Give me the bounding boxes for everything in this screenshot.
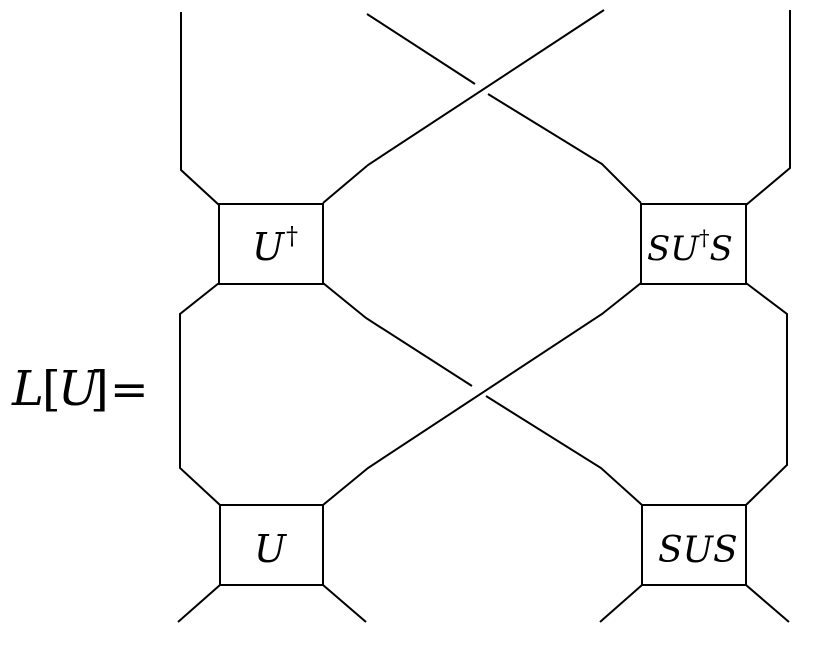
gate-s-u-dagger-s-box xyxy=(640,203,747,285)
wire-mid-cross-falling-upper xyxy=(322,282,473,387)
gate-s-u-dagger-s-label: SU†S xyxy=(647,226,733,269)
gate-u: U xyxy=(219,504,324,586)
wire-bottom-u-right xyxy=(322,584,367,623)
gate-u-label: U xyxy=(254,527,288,571)
wire-right-loop xyxy=(745,282,788,506)
gate-u-dagger-label: U† xyxy=(252,222,298,269)
gate-s-u-s-label: SUS xyxy=(658,530,738,571)
wires xyxy=(177,9,791,623)
wire-left-loop xyxy=(179,282,221,506)
wire-top-cross-falling-lower xyxy=(487,93,642,204)
equation-lhs: L [ U ] = xyxy=(11,361,149,417)
wire-bottom-sus-right xyxy=(745,584,790,623)
wire-bottom-u-left xyxy=(177,584,221,623)
lhs-letter: L xyxy=(11,361,44,417)
wire-top-cross-rising xyxy=(322,9,605,204)
wire-mid-cross-falling-lower xyxy=(485,395,643,506)
gate-u-box xyxy=(219,504,324,586)
wire-top-right-leg xyxy=(745,10,791,206)
gate-s-u-s-box xyxy=(641,504,747,586)
wire-top-cross-falling-upper xyxy=(366,13,476,85)
wire-top-left-leg xyxy=(180,12,220,206)
wire-bottom-sus-left xyxy=(599,584,643,623)
gate-u-dagger-box xyxy=(218,203,324,285)
gate-s-u-dagger-s: SU†S xyxy=(640,203,747,285)
equals-sign: = xyxy=(110,362,149,416)
gate-u-dagger: U† xyxy=(218,203,324,285)
lhs-close-bracket: ] xyxy=(90,361,109,417)
lhs-open-bracket: [ xyxy=(42,361,61,417)
gate-s-u-s: SUS xyxy=(641,504,747,586)
lhs-argument: U xyxy=(58,361,100,417)
wire-mid-cross-rising xyxy=(322,282,642,506)
